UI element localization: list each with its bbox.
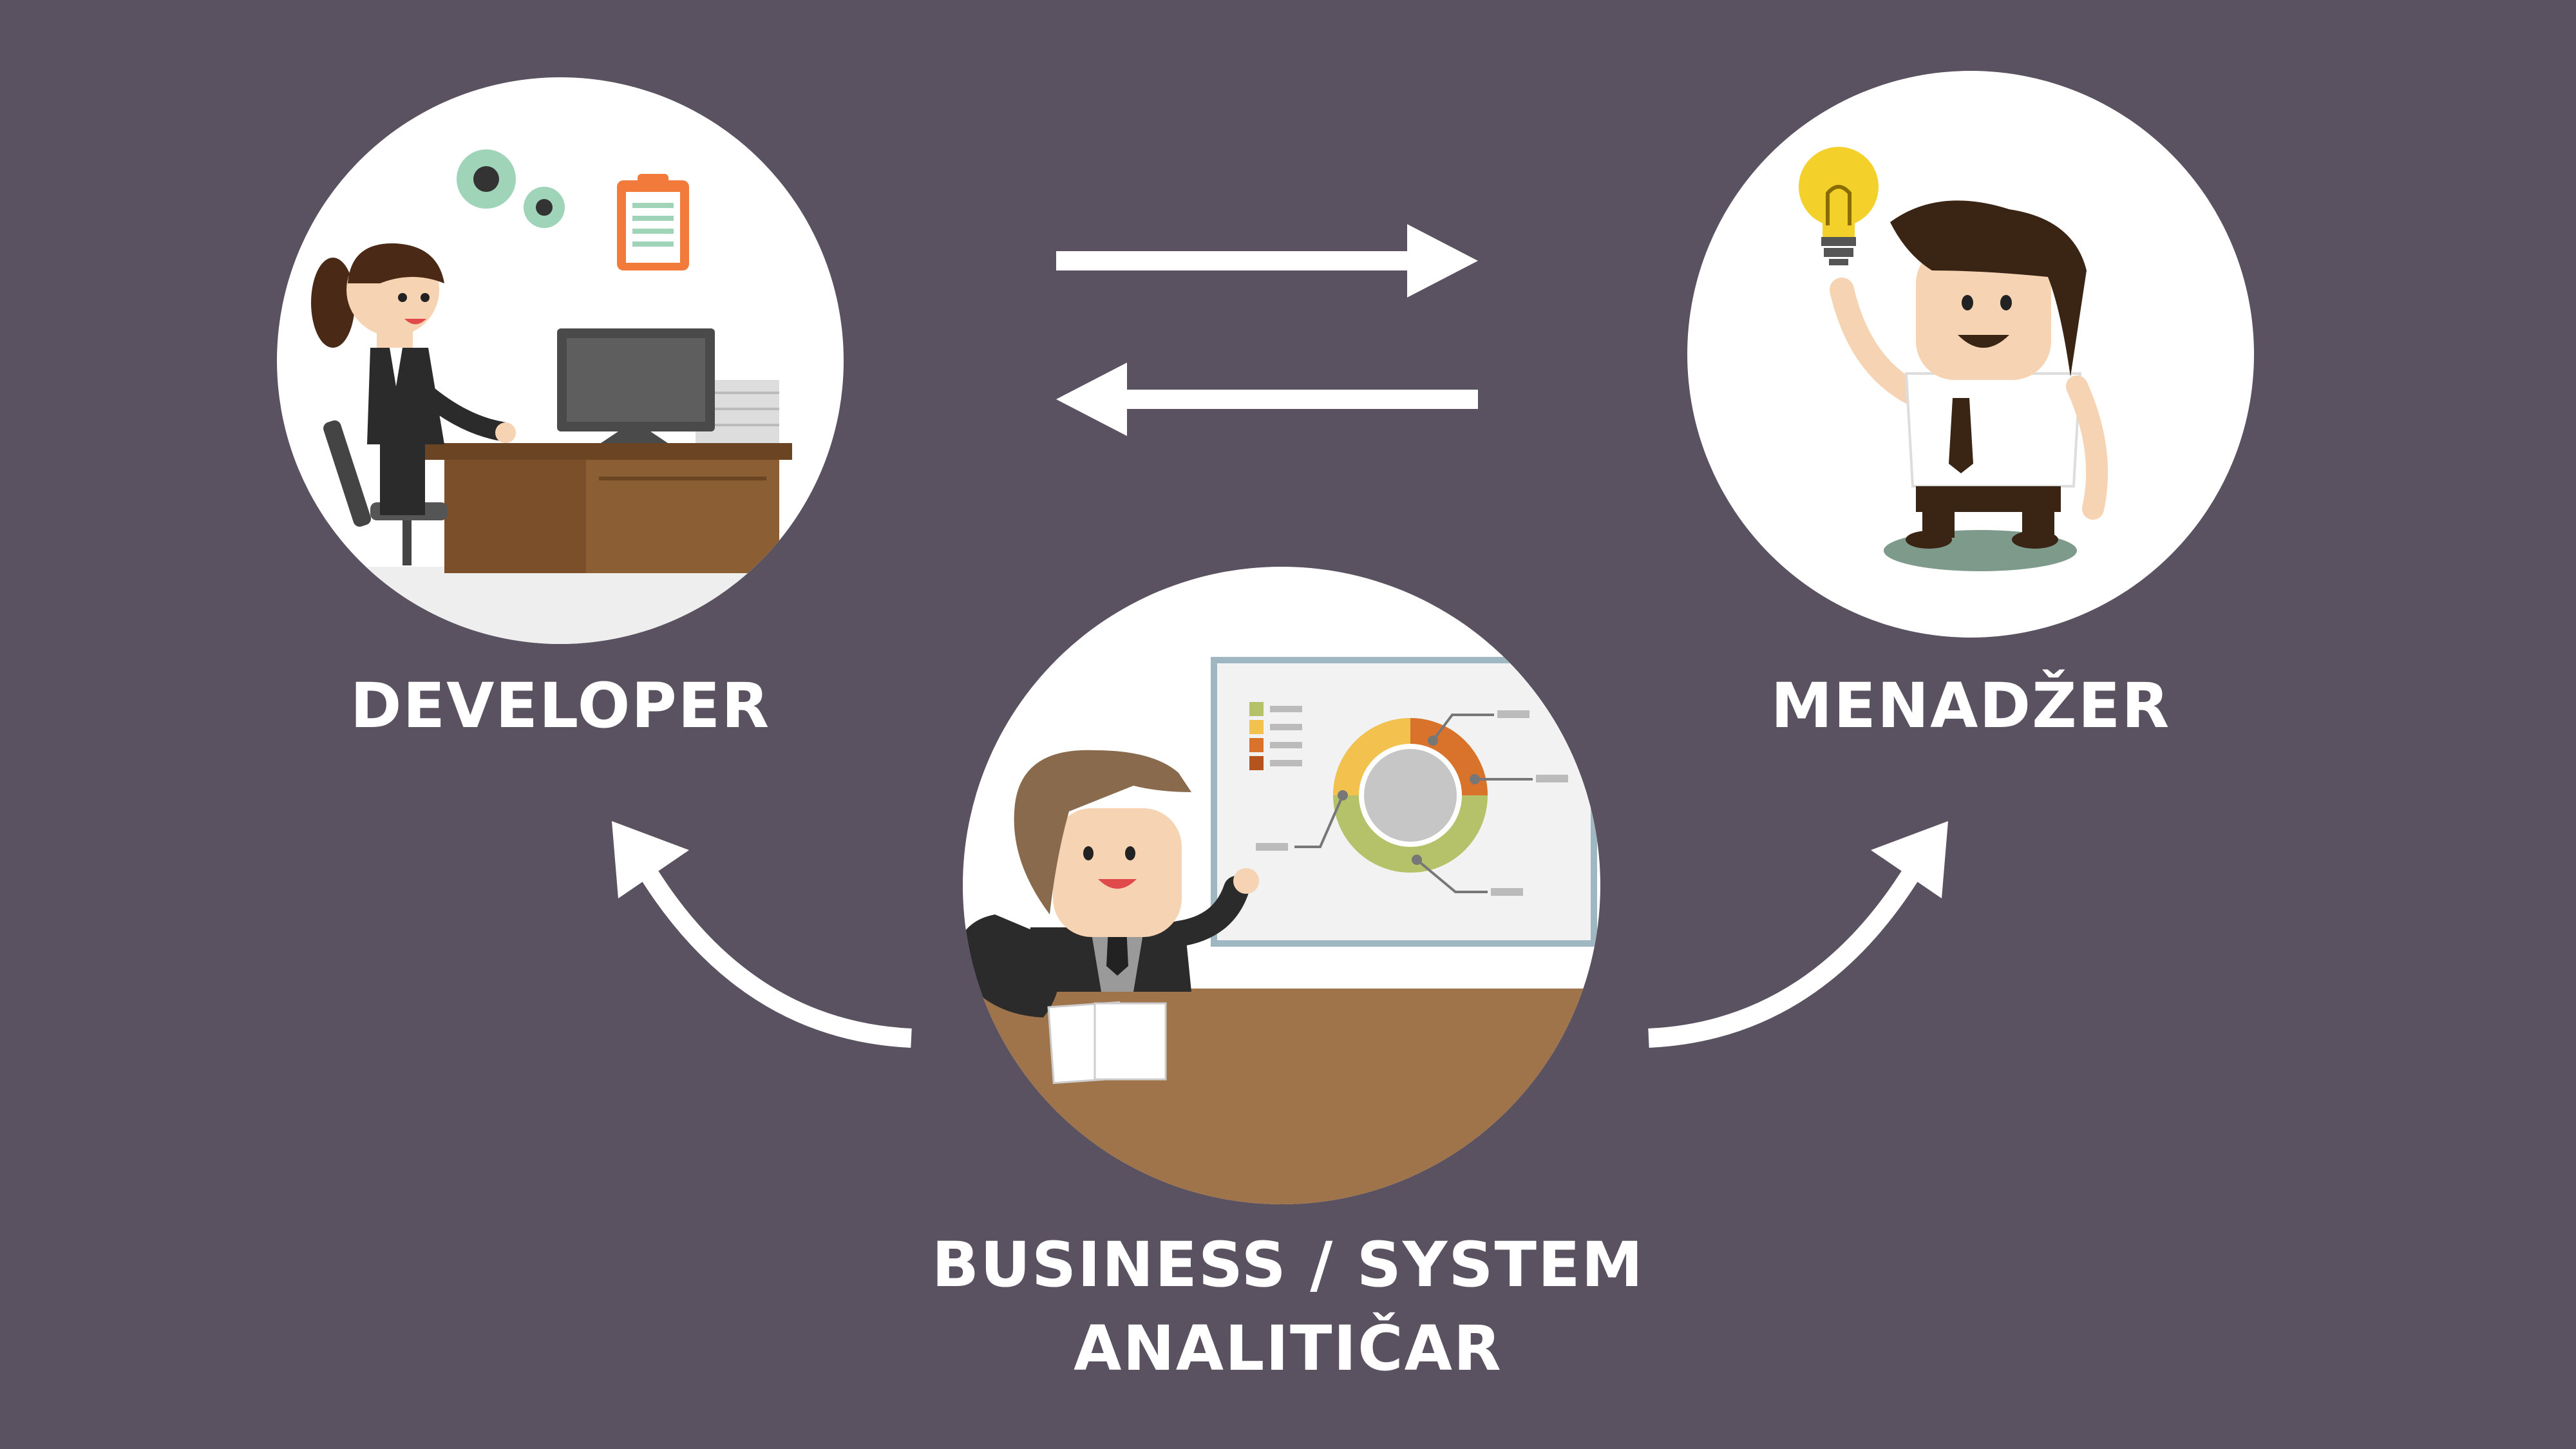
analyst-label: BUSINESS / SYSTEM ANALITIČAR bbox=[914, 1224, 1662, 1390]
donut-chart-icon bbox=[1333, 718, 1488, 873]
gear-icon bbox=[457, 149, 565, 228]
developer-label: DEVELOPER bbox=[350, 670, 771, 742]
analyst-node bbox=[963, 567, 1600, 1204]
developer-person bbox=[311, 243, 516, 515]
analyst-label-line1: BUSINESS / SYSTEM bbox=[931, 1229, 1645, 1301]
analyst-illustration bbox=[963, 657, 1600, 1204]
lightbulb-icon bbox=[1799, 147, 1879, 265]
arrow-manager-to-developer bbox=[1056, 363, 1478, 436]
manager-illustration bbox=[1799, 147, 2108, 571]
manager-node bbox=[1687, 71, 2254, 638]
arrow-developer-to-manager bbox=[1056, 224, 1478, 298]
clipboard-icon bbox=[617, 174, 689, 270]
arrow-analyst-to-developer bbox=[612, 821, 912, 1048]
presentation-board-icon bbox=[1211, 657, 1597, 947]
analyst-label-line2: ANALITIČAR bbox=[1074, 1312, 1502, 1385]
arrow-analyst-to-manager bbox=[1648, 821, 1948, 1048]
manager-label: MENADŽER bbox=[1770, 670, 2171, 742]
developer-node bbox=[277, 77, 844, 644]
computer-monitor-icon bbox=[557, 328, 715, 444]
desk bbox=[425, 443, 792, 573]
